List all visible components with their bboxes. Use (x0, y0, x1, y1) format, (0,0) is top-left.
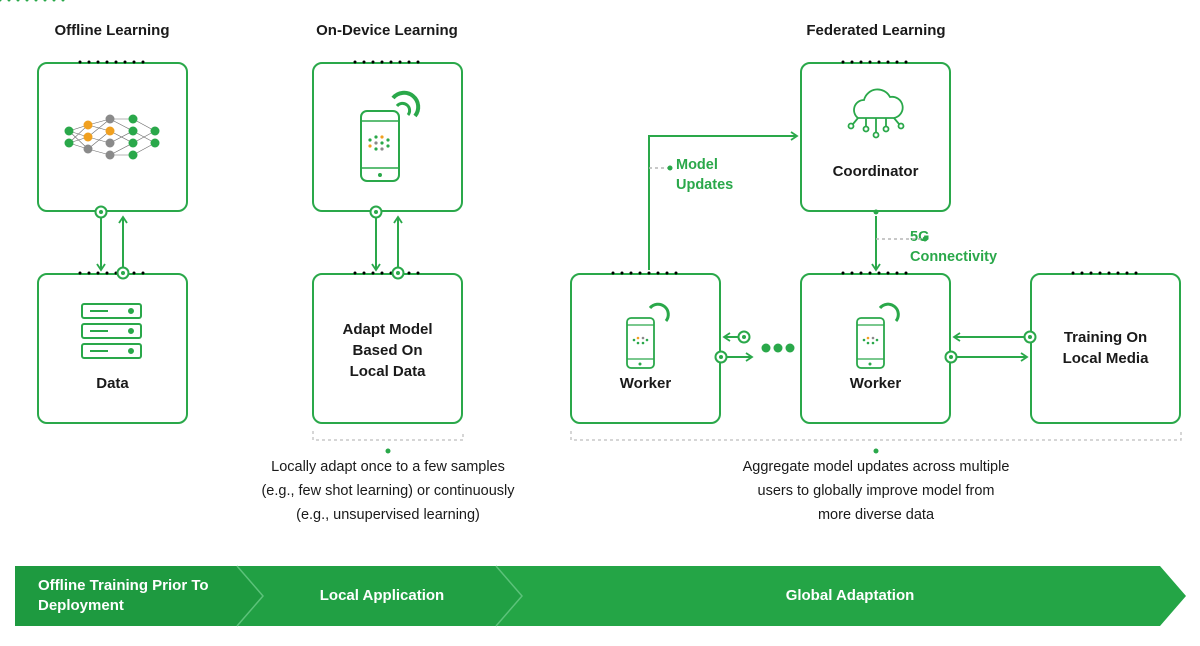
neural-network-icon (64, 114, 160, 160)
training-local-media-box: Training On Local Media (1030, 273, 1181, 424)
federated-bracket (570, 431, 1182, 441)
cloud-network-icon (847, 88, 905, 139)
server-stack-icon (81, 303, 142, 359)
ellipsis-icon (761, 343, 795, 353)
training-local-media-label: Training On Local Media (1062, 329, 1149, 367)
worker-right-label: Worker (849, 375, 902, 392)
worker-right-box: Worker (800, 273, 951, 424)
data-label: Data (96, 375, 129, 392)
coordinator-label: Coordinator (832, 163, 919, 180)
on-device-connectors (371, 215, 403, 272)
worker-right-phone-icon (856, 302, 900, 369)
heading-offline-learning: Offline Learning (54, 22, 170, 39)
worker-left-phone-icon (626, 302, 670, 369)
model-updates-label: Model Updates (676, 157, 734, 193)
federated-caption: Aggregate model updates across multiple … (742, 459, 1010, 523)
model-updates-connector (648, 131, 799, 270)
heading-on-device-learning: On-Device Learning (316, 22, 458, 39)
worker-left-label: Worker (619, 375, 672, 392)
adapt-model-box: Adapt Model Based On Local Data (312, 273, 463, 424)
data-box: Data (37, 273, 188, 424)
on-device-phone-box (312, 62, 463, 212)
stage-band (15, 565, 1186, 627)
heading-federated-learning: Federated Learning (806, 22, 946, 39)
offline-model-box (37, 62, 188, 212)
band-stage-global-adaptation: Global Adaptation (785, 587, 915, 604)
band-stage-local-application: Local Application (319, 587, 445, 604)
media-connectors (952, 332, 1029, 362)
box-top-dots (0, 0, 65, 2)
worker-left-box: Worker (570, 273, 721, 424)
band-stage-offline-training: Offline Training Prior To Deployment (38, 577, 209, 614)
on-device-bracket (312, 431, 464, 441)
on-device-caption: Locally adapt once to a few samples (e.g… (261, 459, 515, 523)
adapt-model-label: Adapt Model Based On Local Data (342, 321, 433, 380)
offline-connectors (96, 215, 128, 272)
smartphone-icon (360, 90, 421, 182)
